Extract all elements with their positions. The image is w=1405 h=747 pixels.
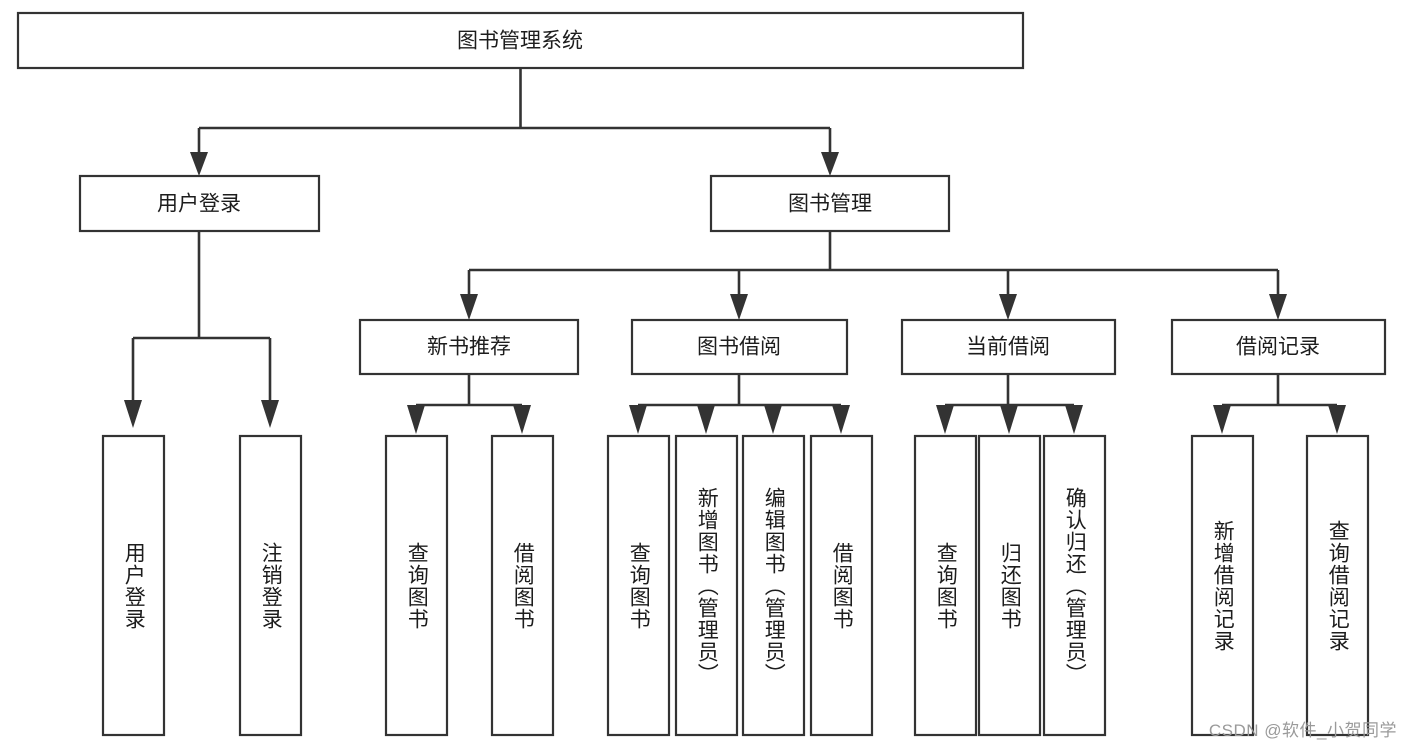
arrow-to-user-login bbox=[190, 152, 208, 176]
node-book-borrow-label: 图书借阅 bbox=[697, 336, 781, 359]
leaf-box-cb-confirm-return[interactable] bbox=[1042, 434, 1107, 737]
arrow-br-leaf-2 bbox=[1328, 405, 1346, 434]
leaf-box-nbr-query-book[interactable] bbox=[384, 434, 449, 737]
arrow-bb-leaf-2 bbox=[697, 405, 715, 434]
arrow-to-current-borrow bbox=[999, 294, 1017, 320]
node-user-login-label: 用户登录 bbox=[157, 193, 241, 216]
arrow-to-borrow-records bbox=[1269, 294, 1287, 320]
watermark-text: CSDN @软件_小贺同学 bbox=[1208, 721, 1397, 740]
leaf-box-br-query-record[interactable] bbox=[1305, 434, 1370, 737]
node-current-borrow[interactable]: 当前借阅 bbox=[900, 318, 1117, 376]
node-borrow-records-label: 借阅记录 bbox=[1236, 336, 1320, 359]
arrow-ul-leaf-2 bbox=[261, 400, 279, 428]
arrow-bb-leaf-4 bbox=[832, 405, 850, 434]
node-book-manage[interactable]: 图书管理 bbox=[709, 174, 951, 233]
arrow-cb-leaf-2 bbox=[1000, 405, 1018, 434]
leaf-box-nbr-borrow-book[interactable] bbox=[490, 434, 555, 737]
arrow-bb-leaf-1 bbox=[629, 405, 647, 434]
node-new-book-recommend[interactable]: 新书推荐 bbox=[358, 318, 580, 376]
node-borrow-records[interactable]: 借阅记录 bbox=[1170, 318, 1387, 376]
node-user-login[interactable]: 用户登录 bbox=[78, 174, 321, 233]
node-book-manage-box[interactable] bbox=[709, 174, 951, 233]
arrow-nbr-leaf-1 bbox=[407, 405, 425, 434]
leaf-box-bb-add-book[interactable] bbox=[674, 434, 739, 737]
arrow-bb-leaf-3 bbox=[764, 405, 782, 434]
leaf-box-bb-borrow-book[interactable] bbox=[809, 434, 874, 737]
leaf-box-br-add-record[interactable] bbox=[1190, 434, 1255, 737]
node-book-manage-label: 图书管理 bbox=[788, 193, 872, 216]
leaf-box-cb-query-book[interactable] bbox=[913, 434, 978, 737]
arrow-to-book-manage bbox=[821, 152, 839, 176]
arrow-cb-leaf-1 bbox=[936, 405, 954, 434]
node-root-label: 图书管理系统 bbox=[457, 30, 583, 53]
node-book-borrow-box[interactable] bbox=[630, 318, 849, 376]
leaf-box-bb-query-book[interactable] bbox=[606, 434, 671, 737]
arrow-ul-leaf-1 bbox=[124, 400, 142, 428]
node-new-book-recommend-label: 新书推荐 bbox=[427, 336, 511, 359]
leaf-box-logout[interactable] bbox=[238, 434, 303, 737]
leaf-box-user-login[interactable] bbox=[101, 434, 166, 737]
node-user-login-box[interactable] bbox=[78, 174, 321, 233]
node-new-book-recommend-box[interactable] bbox=[358, 318, 580, 376]
connector-group bbox=[124, 68, 1346, 434]
arrow-cb-leaf-3 bbox=[1065, 405, 1083, 434]
arrow-to-new-book bbox=[460, 294, 478, 320]
node-book-borrow[interactable]: 图书借阅 bbox=[630, 318, 849, 376]
arrow-to-book-borrow bbox=[730, 294, 748, 320]
node-current-borrow-label: 当前借阅 bbox=[966, 336, 1050, 359]
leaf-box-cb-return-book[interactable] bbox=[977, 434, 1042, 737]
node-borrow-records-box[interactable] bbox=[1170, 318, 1387, 376]
leaf-box-bb-edit-book[interactable] bbox=[741, 434, 806, 737]
arrow-nbr-leaf-2 bbox=[513, 405, 531, 434]
node-root[interactable]: 图书管理系统 bbox=[16, 11, 1025, 70]
arrow-br-leaf-1 bbox=[1213, 405, 1231, 434]
node-root-box[interactable] bbox=[16, 11, 1025, 70]
node-current-borrow-box[interactable] bbox=[900, 318, 1117, 376]
